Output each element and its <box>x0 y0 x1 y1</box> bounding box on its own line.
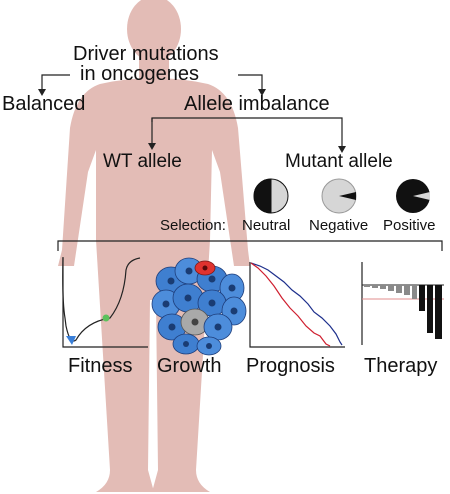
negative-pie-icon <box>321 178 357 214</box>
positive-pie-icon <box>396 179 430 213</box>
human-silhouette-icon <box>58 0 250 492</box>
waterfall-bars-icon <box>361 262 444 345</box>
growth-label: Growth <box>157 355 222 377</box>
negative-label: Negative <box>309 217 369 234</box>
balanced-label: Balanced <box>2 93 86 115</box>
fitness-label: Fitness <box>68 355 133 377</box>
wt-allele-label: WT allele <box>103 151 182 172</box>
neutral-label: Neutral <box>242 217 291 234</box>
survival-curve-icon <box>249 262 345 348</box>
allele-imbalance-label: Allele imbalance <box>184 93 330 115</box>
arrowheads <box>38 89 346 153</box>
therapy-label: Therapy <box>364 355 438 377</box>
tree-connectors <box>41 74 443 251</box>
tumor-cells-icon <box>151 257 247 356</box>
mutant-allele-label: Mutant allele <box>285 151 393 172</box>
header-line-1: Driver mutations <box>73 43 219 65</box>
neutral-pie-icon <box>253 178 289 214</box>
header-line-2: in oncogenes <box>80 63 199 85</box>
selection-label: Selection: <box>160 217 226 234</box>
fitness-curve-icon <box>62 256 148 348</box>
positive-label: Positive <box>383 217 436 234</box>
prognosis-label: Prognosis <box>246 355 335 377</box>
